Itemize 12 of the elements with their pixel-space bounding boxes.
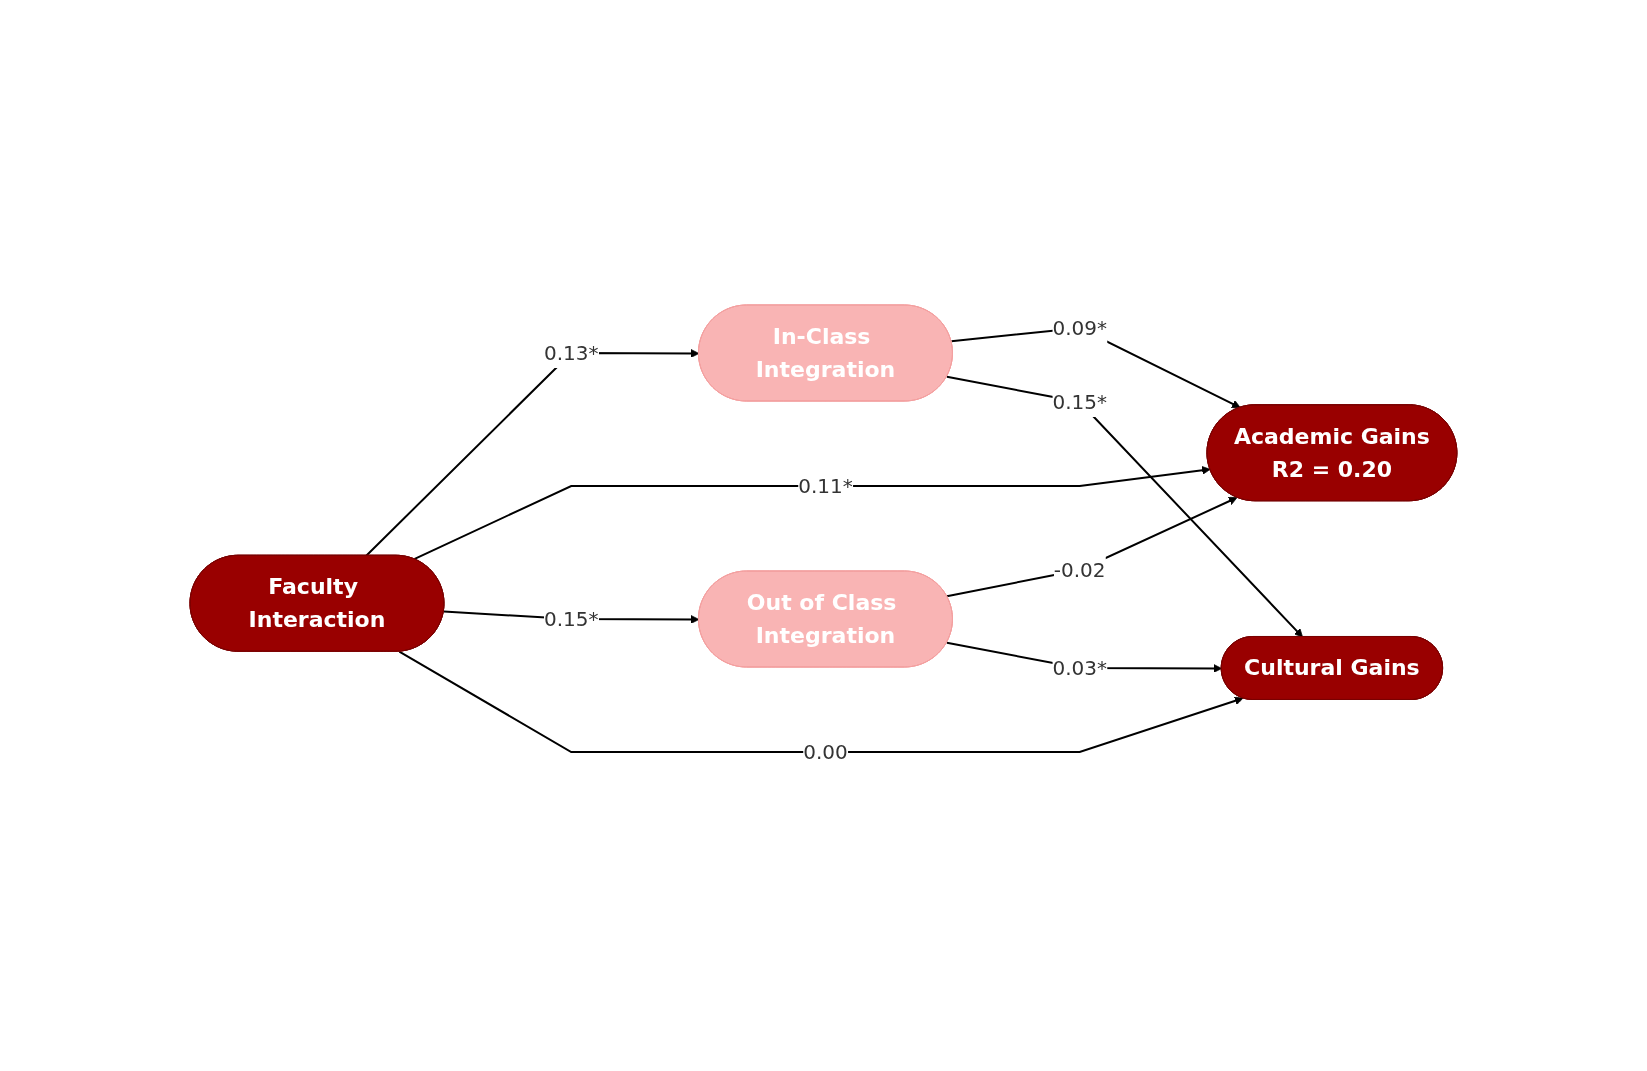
edge-label: -0.02 (1053, 557, 1106, 582)
edge-label: 0.09* (1052, 315, 1108, 340)
arrow (945, 496, 1238, 597)
edge-label: 0.15* (1052, 389, 1108, 414)
arrow (945, 375, 1303, 637)
edge-label: 0.15* (544, 606, 599, 631)
arrow (398, 650, 1244, 753)
edge-label: 0.11* (798, 473, 853, 498)
edge-label: 0.03* (1052, 655, 1108, 680)
edge-label: 0.13* (544, 340, 599, 365)
edge-label: 0.00 (803, 739, 848, 764)
arrow (413, 465, 1211, 560)
